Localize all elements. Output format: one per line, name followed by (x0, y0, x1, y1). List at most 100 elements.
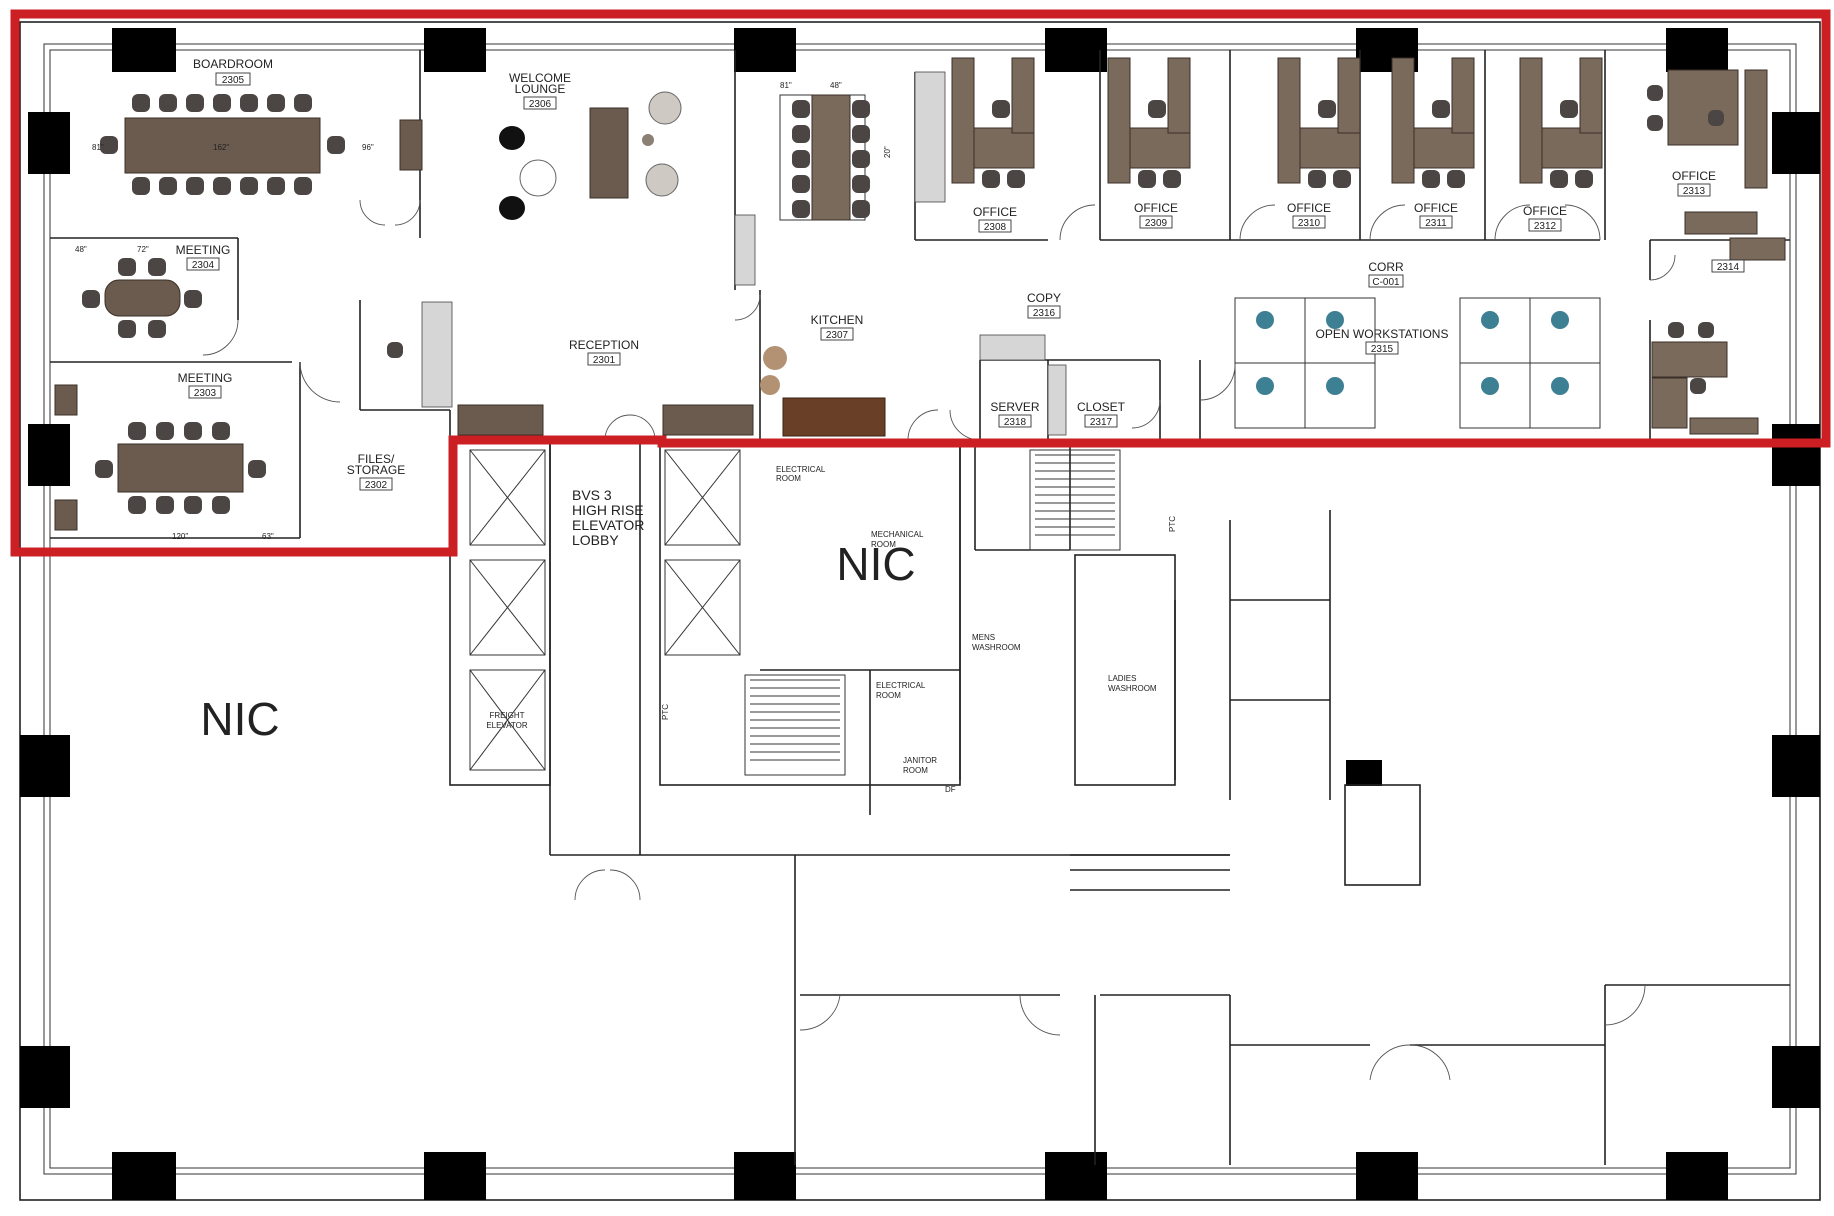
room-num-office-2313: 2313 (1683, 186, 1706, 197)
mechanical-room-label-1: MECHANICAL (871, 530, 924, 539)
dim-meeting2303-bottom: 120" (172, 532, 188, 541)
freight-label-2: ELEVATOR (486, 721, 528, 730)
furniture (54, 57, 1786, 531)
room-label-office-2310: OFFICE (1287, 201, 1331, 215)
boardroom-chair (132, 177, 150, 195)
office-desk (1011, 57, 1035, 134)
dim-meeting-center: 72" (137, 245, 149, 254)
elevators (469, 449, 741, 771)
room-label-copy: COPY (1027, 291, 1061, 305)
room-num-files: 2302 (365, 480, 388, 491)
electrical-room2-label-2: ROOM (876, 691, 901, 700)
dim-kitchen-left: 81" (780, 81, 792, 90)
room-num-office-2308: 2308 (984, 222, 1007, 233)
room-num-closet: 2317 (1090, 417, 1113, 428)
room-num-office-2309: 2309 (1145, 218, 1168, 229)
kitchen-chair (852, 100, 870, 118)
room-label-boardroom: BOARDROOM (193, 57, 273, 71)
meeting-chair (95, 460, 113, 478)
office-desk (1579, 57, 1603, 134)
meeting-chair (128, 422, 146, 440)
room-num-boardroom: 2305 (222, 75, 245, 86)
kitchen-chair (792, 125, 810, 143)
office-chair (1333, 170, 1351, 188)
core-labels: BVS 3 HIGH RISE ELEVATOR LOBBY FREIGHT E… (486, 465, 1177, 794)
meeting-chair (184, 422, 202, 440)
office-chair (1575, 170, 1593, 188)
kitchen-chair (792, 175, 810, 193)
office-desk (1277, 57, 1301, 184)
dim-meeting-left: 48" (75, 245, 87, 254)
nic-label-core: NIC (836, 538, 915, 590)
meeting-chair (118, 258, 136, 276)
boardroom-chair (267, 177, 285, 195)
workstation-chair (1326, 377, 1344, 395)
meeting-chair (148, 258, 166, 276)
room-label-open-workstations: OPEN WORKSTATIONS (1316, 327, 1449, 341)
workstation-chair (1551, 377, 1569, 395)
dim-kitchen-side: 20" (883, 146, 892, 158)
room-num-reception: 2301 (593, 355, 616, 366)
mens-washroom-label-1: MENS (972, 633, 995, 642)
room-label-closet: CLOSET (1077, 400, 1126, 414)
lobby-label-1: BVS 3 (572, 487, 612, 503)
kitchen-chair (792, 150, 810, 168)
boardroom-chair (240, 94, 258, 112)
room-label-office-2312: OFFICE (1523, 204, 1567, 218)
mens-washroom-label-2: WASHROOM (972, 643, 1021, 652)
meeting-chair (128, 496, 146, 514)
ladies-washroom-label-1: LADIES (1108, 674, 1136, 683)
office-desk (973, 127, 1035, 169)
room-label-lounge: LOUNGE (515, 82, 566, 96)
suite-highlight-outline (10, 9, 1831, 557)
workstation-chair (1256, 377, 1274, 395)
office-chair (1447, 170, 1465, 188)
office-desk (1451, 57, 1475, 134)
meeting-chair (82, 290, 100, 308)
meeting-chair (156, 422, 174, 440)
room-num-meeting-2304: 2304 (192, 260, 215, 271)
room-num-server: 2318 (1004, 417, 1027, 428)
workstation-chair (1481, 377, 1499, 395)
office-desk (951, 57, 975, 184)
room-num-office-2314: 2314 (1717, 262, 1740, 273)
room-num-kitchen: 2307 (826, 330, 849, 341)
room-label-corr: CORR (1368, 260, 1404, 274)
kitchen-chair (792, 200, 810, 218)
dim-boardroom-right: 96" (362, 143, 374, 152)
office-chair (1432, 100, 1450, 118)
boardroom-chair (132, 94, 150, 112)
janitor-room-label-2: ROOM (903, 766, 928, 775)
workstation-chair (1551, 311, 1569, 329)
room-label-welcome: WELCOME (509, 71, 571, 85)
electrical-room2-label-1: ELECTRICAL (876, 681, 926, 690)
meeting-chair (118, 320, 136, 338)
meeting-chair (184, 290, 202, 308)
kitchen-chair (792, 100, 810, 118)
dim-boardroom-center: 162" (213, 143, 229, 152)
building-outline (19, 21, 1821, 1201)
room-label-office-2313: OFFICE (1672, 169, 1716, 183)
nic-label-west: NIC (200, 693, 279, 745)
room-num-open-workstations: 2315 (1371, 344, 1394, 355)
room-label-office-2308: OFFICE (973, 205, 1017, 219)
office-chair (1163, 170, 1181, 188)
boardroom-chair (186, 94, 204, 112)
meeting-chair (148, 320, 166, 338)
lobby-label-2: HIGH RISE (572, 502, 644, 518)
boardroom-chair (159, 177, 177, 195)
boardroom-chair (186, 177, 204, 195)
boardroom-chair (213, 94, 231, 112)
office-chair (1138, 170, 1156, 188)
office-desk (1519, 57, 1543, 184)
lobby-label-3: ELEVATOR (572, 517, 644, 533)
boardroom-chair (294, 94, 312, 112)
meeting-chair (212, 496, 230, 514)
lobby-label-4: LOBBY (572, 532, 619, 548)
boardroom-chair (294, 177, 312, 195)
freight-label-1: FREIGHT (489, 711, 524, 720)
boardroom-chair (267, 94, 285, 112)
office-desk (1391, 57, 1415, 184)
meeting-chair (184, 496, 202, 514)
dim-meeting2303-right: 63" (262, 532, 274, 541)
